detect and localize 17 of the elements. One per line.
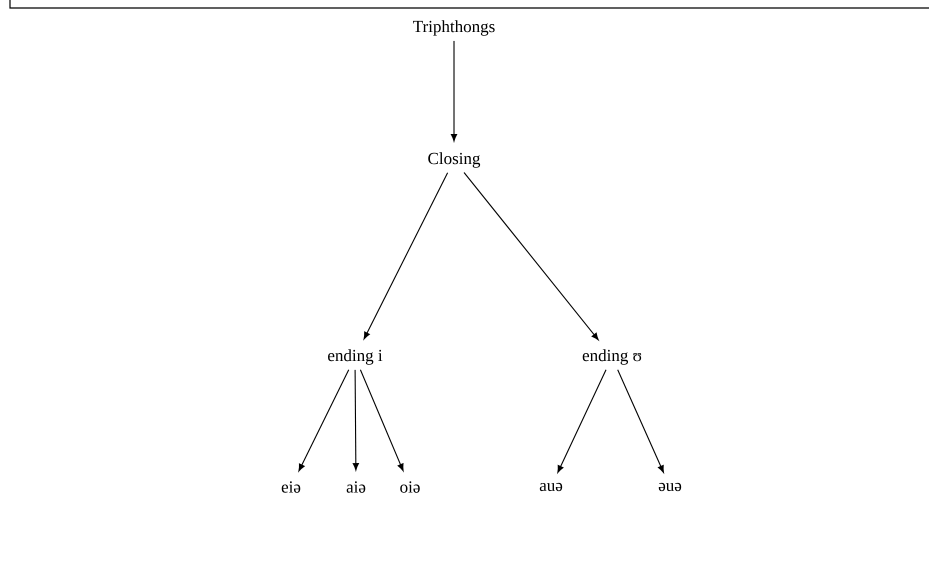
node-label: ending ʊ xyxy=(582,349,642,365)
arrow xyxy=(557,370,607,473)
node-label: oiə xyxy=(400,481,420,493)
arrow xyxy=(464,172,599,340)
node-label: əuə xyxy=(658,482,682,492)
arrow xyxy=(364,172,448,340)
arrow xyxy=(450,40,458,142)
arrow xyxy=(298,369,350,472)
node-label: auə xyxy=(540,482,562,492)
arrow xyxy=(352,370,359,470)
node-label: Closing xyxy=(428,152,480,168)
node-label: eiə xyxy=(282,481,300,493)
arrow xyxy=(360,370,404,472)
node-label: aiə xyxy=(346,481,366,493)
arrow xyxy=(617,370,664,473)
node-label: Triphthongs xyxy=(413,20,495,36)
node-label: ending i xyxy=(328,349,382,365)
